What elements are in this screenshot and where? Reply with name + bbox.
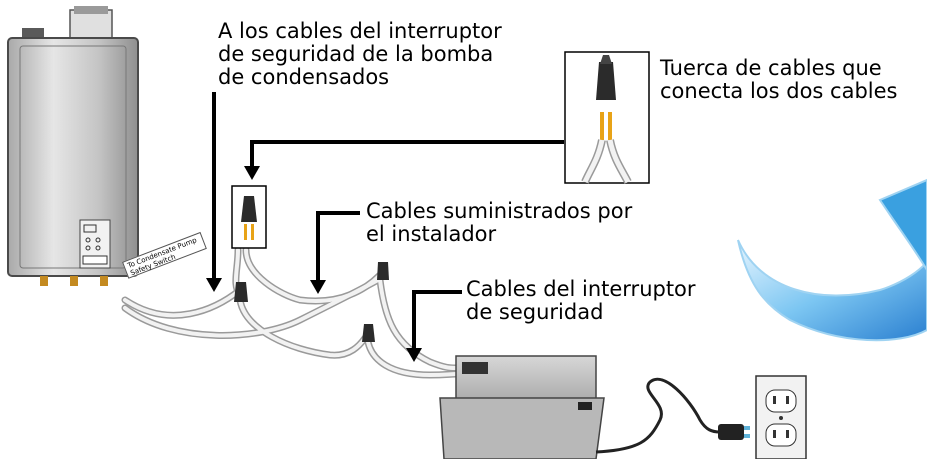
label-line: Cables suministrados por [366, 199, 633, 223]
label-line: el instalador [366, 222, 497, 246]
wire-nut-inset [564, 51, 650, 184]
power-plug-icon [595, 377, 750, 454]
label-line: Cables del interruptor [466, 277, 696, 301]
wire-nut-icon [234, 262, 389, 342]
swoosh-arrow-icon [737, 178, 927, 342]
installer-wires-label: Cables suministrados por el instalador [366, 200, 632, 246]
label-line: conecta los dos cables [660, 79, 898, 103]
wire-nut-box [231, 185, 267, 249]
label-line: de condensados [218, 65, 390, 89]
water-heater-icon [7, 6, 139, 286]
leader-arrows [212, 92, 564, 350]
cables [121, 246, 460, 379]
pump-switch-wires-label: Cables del interruptor de seguridad [466, 278, 696, 324]
label-line: A los cables del interruptor [218, 19, 502, 43]
label-line: de seguridad de la bomba [218, 42, 494, 66]
wire-nut-label: Tuerca de cables que conecta los dos cab… [660, 57, 897, 103]
label-line: Tuerca de cables que [660, 56, 882, 80]
wall-outlet-icon [755, 375, 807, 459]
label-line: de seguridad [466, 300, 604, 324]
safety-switch-wires-label: A los cables del interruptor de segurida… [218, 20, 502, 89]
condensate-pump-icon [439, 355, 605, 459]
